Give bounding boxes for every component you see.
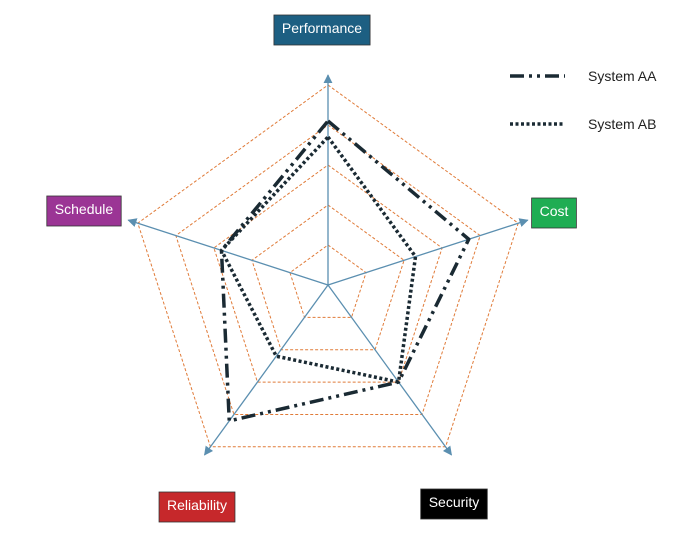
- axis-label-text: Cost: [540, 203, 569, 219]
- axis-spoke-security: [327, 284, 452, 456]
- axis-label-text: Performance: [282, 20, 362, 36]
- axis-label-text: Schedule: [55, 201, 114, 217]
- legend: System AA System AB: [510, 68, 657, 132]
- legend-label: System AB: [588, 116, 656, 132]
- axis-spokes: [127, 74, 529, 456]
- axis-spoke-cost: [327, 218, 529, 286]
- grid-ring-2: [251, 204, 405, 351]
- axis-label-performance: Performance: [273, 14, 371, 46]
- grid-ring-5: [137, 84, 519, 448]
- series-group: [219, 119, 471, 423]
- axis-label-text: Reliability: [167, 497, 227, 513]
- axis-label-reliability: Reliability: [158, 491, 236, 523]
- axis-spoke-schedule: [127, 218, 329, 286]
- series-system-ab: [219, 135, 418, 384]
- axis-label-cost: Cost: [531, 197, 577, 229]
- axis-label-text: Security: [429, 494, 480, 510]
- axis-label-box: [531, 197, 577, 229]
- grid-ring-1: [289, 244, 367, 318]
- legend-item-system-ab: System AB: [510, 116, 656, 132]
- axis-label-box: [420, 488, 488, 520]
- grid-ring-4: [175, 124, 481, 415]
- axis-label-box: [46, 195, 122, 227]
- legend-label: System AA: [588, 68, 657, 84]
- series-system-aa: [219, 119, 471, 423]
- axis-label-box: [158, 491, 236, 523]
- axis-spoke-reliability: [204, 284, 329, 456]
- axis-label-security: Security: [420, 488, 488, 520]
- legend-item-system-aa: System AA: [510, 68, 657, 84]
- axis-label-box: [273, 14, 371, 46]
- axis-label-schedule: Schedule: [46, 195, 122, 227]
